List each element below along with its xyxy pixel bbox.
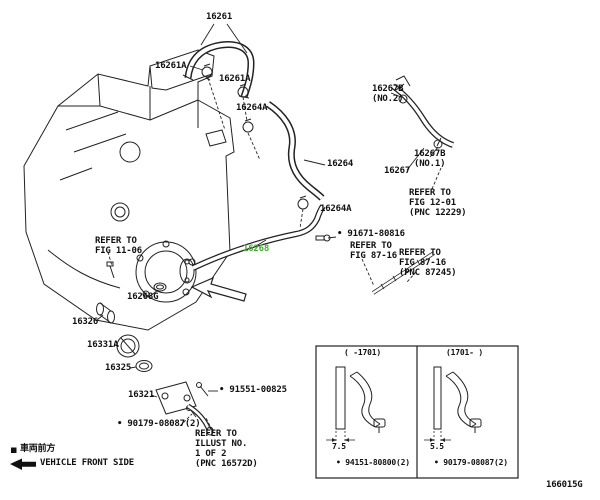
inset-left-dimension: 7.5 — [332, 442, 346, 451]
note-refer-fig-87-16-pnc: REFER TO FIG 87-16 (PNC 87245) — [399, 248, 457, 279]
part-label-16267[interactable]: 16267 — [384, 166, 411, 176]
part-label-91551-00825[interactable]: • 91551-00825 — [219, 385, 287, 395]
part-label-16268-highlighted[interactable]: 16268 — [243, 244, 270, 254]
inset-right-drawing — [424, 366, 482, 444]
part-label-16326[interactable]: 16326 — [72, 317, 99, 327]
part-label-16261A-1[interactable]: 16261A — [155, 61, 187, 71]
inset-left-drawing — [326, 366, 386, 444]
inset-right-part-label[interactable]: • 90179-08087(2) — [434, 458, 508, 467]
note-refer-fig-12-01: REFER TO FIG 12-01 (PNC 12229) — [409, 188, 467, 219]
part-label-91671-80816[interactable]: • 91671-80816 — [337, 229, 405, 239]
vehicle-front-label-en: VEHICLE FRONT SIDE — [40, 458, 134, 468]
callout-arrow — [190, 276, 247, 302]
inset-left-header: ( -1701) — [344, 348, 381, 357]
note-refer-fig-87-16: REFER TO FIG 87-16 — [350, 241, 397, 262]
part-label-16264[interactable]: 16264 — [327, 159, 354, 169]
leader-lines-dashed — [107, 77, 442, 431]
leader-lines-solid — [95, 23, 439, 398]
figure-code: 166015G — [546, 480, 583, 490]
part-label-16267B-no1[interactable]: 16267B (NO.1) — [414, 149, 446, 170]
part-label-90179-08087[interactable]: • 90179-08087(2) — [117, 419, 201, 429]
thermostat-group-icons — [96, 302, 214, 436]
inset-box — [315, 345, 519, 479]
part-label-16268G[interactable]: 16268G — [127, 292, 159, 302]
part-label-16261[interactable]: 16261 — [206, 12, 233, 22]
part-label-16264A-2[interactable]: 16264A — [320, 204, 352, 214]
pipe-16268 — [191, 204, 326, 271]
part-label-16325[interactable]: 16325 — [105, 363, 132, 373]
hose-16261 — [182, 41, 255, 99]
pipe-87245 — [371, 251, 436, 295]
part-label-16261A-2[interactable]: 16261A — [219, 74, 251, 84]
vehicle-front-label-jp: 車両前方 — [20, 444, 56, 454]
inset-right-dimension: 5.5 — [430, 442, 444, 451]
gasket-16268G-icon — [153, 282, 167, 292]
part-label-16264A-1[interactable]: 16264A — [236, 103, 268, 113]
engine-block-drawing — [23, 49, 235, 331]
part-label-16267B-no2[interactable]: 16267B (NO.2) — [372, 84, 404, 105]
inset-right-header: (1701- ) — [446, 348, 483, 357]
clamp-icons — [201, 63, 443, 210]
part-label-16331A[interactable]: 16331A — [87, 340, 119, 350]
note-refer-fig-11-06: REFER TO FIG 11-06 — [95, 236, 142, 257]
pipe-16267 — [391, 75, 455, 148]
part-label-16321[interactable]: 16321 — [128, 390, 155, 400]
note-refer-illust: REFER TO ILLUST NO. 1 OF 2 (PNC 16572D) — [195, 429, 258, 470]
inset-left-part-label[interactable]: • 94151-80800(2) — [336, 458, 410, 467]
hose-16264 — [265, 101, 325, 201]
vehicle-front-arrow-icon — [10, 447, 36, 470]
